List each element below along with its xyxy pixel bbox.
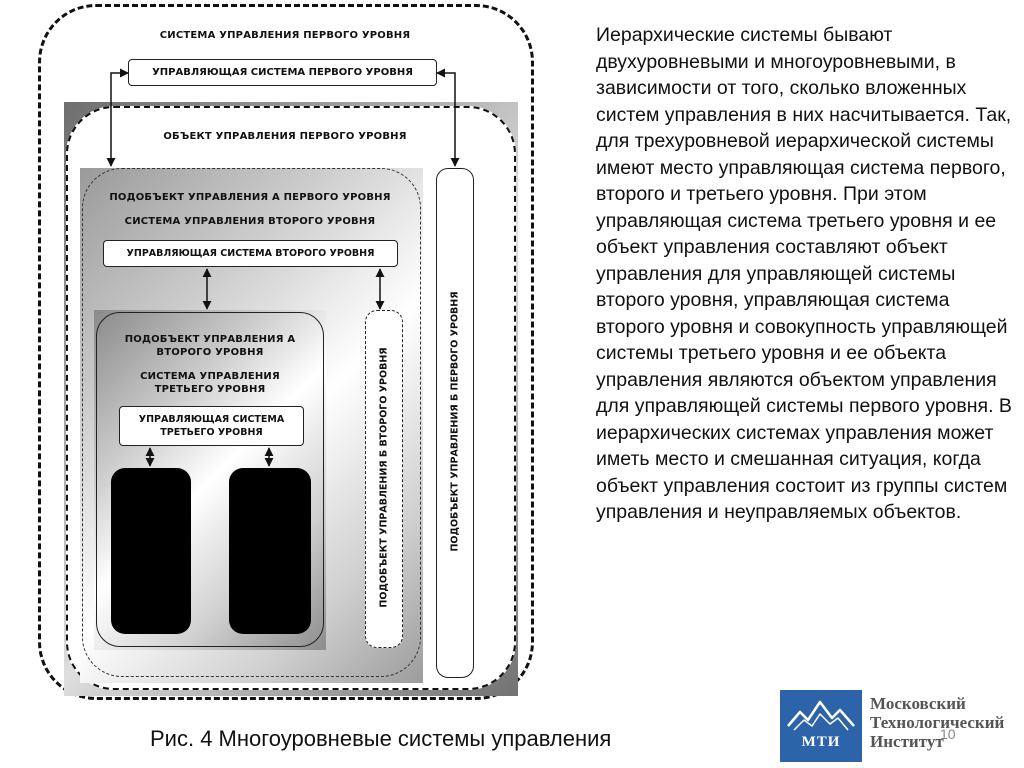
arrow-level1-to-subobject-a1 bbox=[106, 68, 129, 167]
connector-arrows bbox=[106, 68, 460, 467]
level2-control-box: УПРАВЛЯЮЩАЯ СИСТЕМА ВТОРОГО УРОВНЯ bbox=[103, 240, 398, 267]
subobject-a2-title-line1: ПОДОБЪЕКТ УПРАВЛЕНИЯ А bbox=[124, 334, 296, 345]
level1-system-title: СИСТЕМА УПРАВЛЕНИЯ ПЕРВОГО УРОВНЯ bbox=[159, 30, 411, 41]
institute-name-line2: Технологический bbox=[870, 713, 1005, 732]
institute-name-line1: Московский bbox=[870, 694, 966, 713]
arrow-level1-to-subobject-b1 bbox=[436, 68, 460, 167]
institute-name: Московский Технологический Институт bbox=[870, 694, 1004, 751]
level1-control-label: УПРАВЛЯЮЩАЯ СИСТЕМА ПЕРВОГО УРОВНЯ bbox=[152, 67, 413, 78]
level1-system-frame bbox=[38, 4, 534, 700]
subobject-a1-frame bbox=[82, 168, 421, 677]
level3-object-block-left bbox=[111, 468, 191, 634]
level3-control-box: УПРАВЛЯЮЩАЯ СИСТЕМА ТРЕТЬЕГО УРОВНЯ bbox=[119, 406, 304, 446]
figure-caption: Рис. 4 Многоуровневые системы управления bbox=[150, 726, 612, 751]
subobject-b2-box bbox=[365, 310, 403, 648]
logo-abbr: МТИ bbox=[801, 734, 841, 750]
subobject-a2-frame bbox=[96, 312, 324, 647]
level3-system-title-line2: ТРЕТЬЕГО УРОВНЯ bbox=[154, 384, 266, 395]
subobject-a2-title-line2: ВТОРОГО УРОВНЯ bbox=[156, 347, 264, 358]
level2-system-title: СИСТЕМА УПРАВЛЕНИЯ ВТОРОГО УРОВНЯ bbox=[124, 216, 376, 227]
level2-control-label: УПРАВЛЯЮЩАЯ СИСТЕМА ВТОРОГО УРОВНЯ bbox=[126, 248, 375, 259]
institute-logo: МТИ bbox=[780, 690, 862, 762]
level3-control-label-line2: ТРЕТЬЕГО УРОВНЯ bbox=[160, 427, 263, 438]
description-paragraph: Иерархические системы бывают двухуровнев… bbox=[596, 24, 1012, 523]
page-number: 10 bbox=[940, 726, 956, 742]
level3-object-block-right bbox=[229, 468, 311, 634]
level1-object-title: ОБЪЕКТ УПРАВЛЕНИЯ ПЕРВОГО УРОВНЯ bbox=[163, 131, 407, 142]
mountains-icon bbox=[787, 700, 855, 731]
subobject-b1-box bbox=[436, 168, 474, 678]
hierarchy-diagram: СИСТЕМА УПРАВЛЕНИЯ ПЕРВОГО УРОВНЯ УПРАВЛ… bbox=[38, 4, 534, 700]
institute-name-line3: Институт bbox=[870, 732, 944, 751]
level3-system-title-line1: СИСТЕМА УПРАВЛЕНИЯ bbox=[140, 371, 280, 382]
subobject-a1-title: ПОДОБЪЕКТ УПРАВЛЕНИЯ А ПЕРВОГО УРОВНЯ bbox=[109, 192, 391, 203]
level3-control-label-line1: УПРАВЛЯЮЩАЯ СИСТЕМА bbox=[138, 414, 285, 425]
